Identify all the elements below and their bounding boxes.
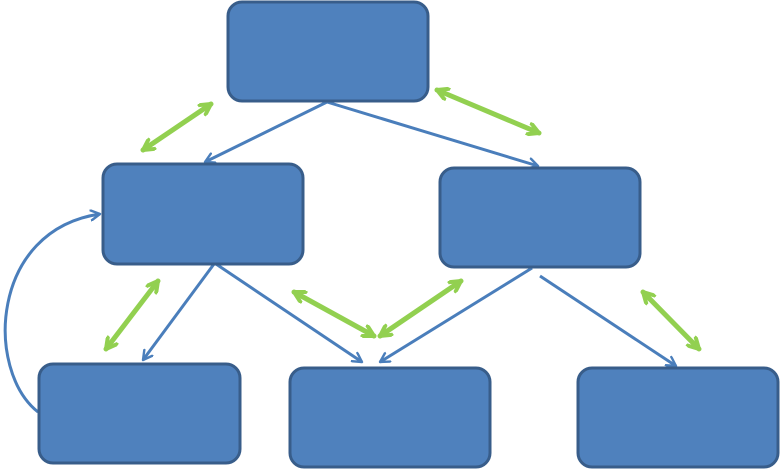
double-arrow-mid-right-bottom-right bbox=[640, 289, 702, 352]
double-arrow-top-mid-right bbox=[434, 90, 542, 133]
arrow-feedback-bottom-left-to-mid-left bbox=[3, 214, 100, 414]
nodes bbox=[37, 0, 780, 469]
arrow-mid-right-to-bottom-right bbox=[539, 274, 676, 368]
double-arrow-mid-right-bottom-center bbox=[377, 278, 464, 339]
double-arrow-top-mid-left bbox=[140, 101, 214, 153]
arrow-mid-left-to-bottom-left bbox=[141, 263, 216, 360]
node-bottom-right bbox=[576, 366, 780, 469]
arrow-top-to-mid-left bbox=[205, 100, 328, 162]
node-mid-right bbox=[438, 166, 642, 269]
node-bottom-left bbox=[37, 362, 242, 465]
node-bottom-center bbox=[288, 366, 492, 469]
arrow-mid-left-to-bottom-center bbox=[215, 262, 362, 364]
bidirectional-connectors bbox=[103, 90, 702, 352]
arrow-top-to-mid-right bbox=[326, 100, 538, 166]
node-top bbox=[226, 0, 430, 103]
double-arrow-mid-left-bottom-left bbox=[103, 278, 161, 352]
double-arrow-mid-left-bottom-center bbox=[291, 289, 377, 339]
node-mid-left bbox=[101, 162, 305, 266]
